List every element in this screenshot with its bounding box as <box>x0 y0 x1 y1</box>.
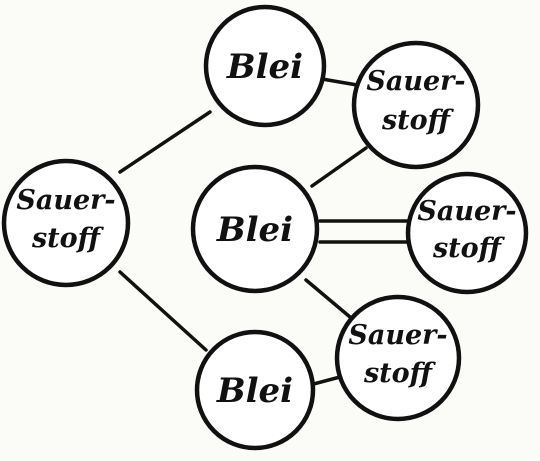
atom-blei-top-circle <box>203 4 327 128</box>
atom-blei-bottom-label: Blei <box>216 371 293 411</box>
bond-o1-pb1 <box>118 110 212 174</box>
atom-sauerstoff-left-circle <box>1 158 131 288</box>
bond-o1-pb3 <box>118 270 208 352</box>
atom-sauerstoff-left-label-1: Sauer- <box>16 185 115 216</box>
atom-blei-bottom: Blei <box>194 329 316 451</box>
atom-sauerstoff-upper-right-label-2: stoff <box>381 105 455 136</box>
atom-sauerstoff-lower-right-label-2: stoff <box>363 358 437 389</box>
atom-sauerstoff-upper-right: Sauer- stoff <box>351 40 481 170</box>
atom-sauerstoff-right-label-2: stoff <box>432 233 506 264</box>
atom-sauerstoff-upper-right-circle <box>351 40 481 170</box>
atom-blei-middle-circle <box>190 164 320 294</box>
atom-blei-middle-label: Blei <box>216 210 293 250</box>
atom-sauerstoff-right-circle <box>405 171 529 295</box>
atom-sauerstoff-lower-right: Sauer- stoff <box>334 294 462 422</box>
atom-blei-middle: Blei <box>190 164 320 294</box>
atom-blei-bottom-circle <box>194 329 316 451</box>
atom-sauerstoff-right: Sauer- stoff <box>405 171 529 295</box>
atom-blei-top: Blei <box>203 4 327 128</box>
atom-blei-top-label: Blei <box>226 47 303 87</box>
atom-sauerstoff-right-label-1: Sauer- <box>417 196 516 227</box>
atom-sauerstoff-lower-right-circle <box>334 294 462 422</box>
atom-sauerstoff-left: Sauer- stoff <box>1 158 131 288</box>
atom-sauerstoff-left-label-2: stoff <box>31 223 105 254</box>
bond-o2-pb2 <box>310 146 368 188</box>
atom-sauerstoff-upper-right-label-1: Sauer- <box>366 66 465 97</box>
atom-sauerstoff-lower-right-label-1: Sauer- <box>348 320 447 351</box>
bond-pb2-o4 <box>304 278 352 319</box>
